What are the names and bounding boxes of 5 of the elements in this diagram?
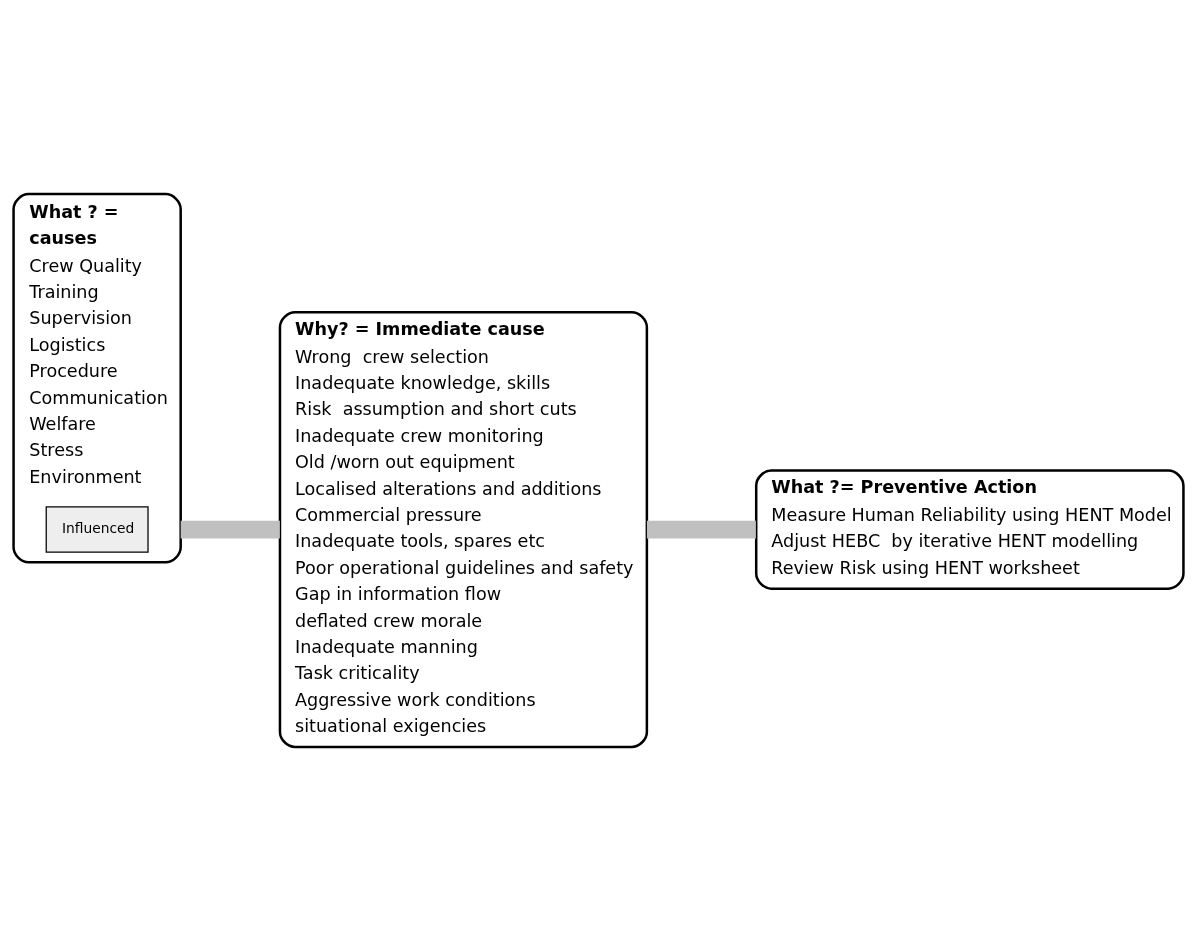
node-box: Influenced (45, 505, 149, 553)
node-box: What ?= Preventive Action Measure Human Reliability using HENT Model Adjust HEBC by iterative HENT modelling Review Risk using HENT worksheet (754, 468, 1185, 590)
node-box: Why? = Immediate cause Wrong crew selection Inadequate knowledge, skills Risk assumption and short cuts Inadequate crew monitoring Old /worn out equipment Localised alterations and additions Commercial pressure Inadequate tools, spares etc Poor operational guidelines and safety Gap in information flow deflated crew morale Inadequate manning Task criticality Aggressive work conditions situational exigencies (278, 310, 649, 748)
connector (180, 520, 280, 538)
connector (646, 520, 756, 538)
